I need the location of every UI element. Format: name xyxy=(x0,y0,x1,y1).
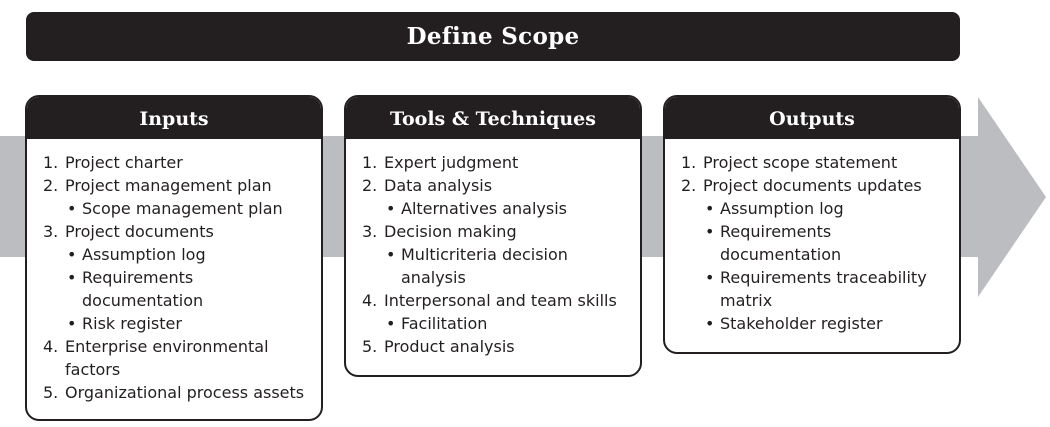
item-text: Multicriteria decision xyxy=(401,245,568,264)
item-text: Requirements xyxy=(720,222,832,241)
bullet-icon: • xyxy=(705,199,715,218)
item-number: 1. xyxy=(43,153,59,172)
item-text: Requirements xyxy=(82,268,194,287)
inputs-box: Inputs 1. Project charter 2. Project manag… xyxy=(25,95,323,421)
list-item: 2. Project documents updates xyxy=(681,174,959,197)
list-item: 1. Project charter xyxy=(43,151,321,174)
list-subitem: • Alternatives analysis xyxy=(362,197,640,220)
item-text: Interpersonal and team skills xyxy=(384,291,617,310)
item-text: Alternatives analysis xyxy=(401,199,567,218)
item-number: 2. xyxy=(681,176,697,195)
item-number: 3. xyxy=(362,222,378,241)
item-number: 5. xyxy=(362,337,378,356)
item-continuation: documentation xyxy=(720,245,842,264)
item-text: Project scope statement xyxy=(703,153,898,172)
item-number: 2. xyxy=(43,176,59,195)
list-item: 5. Product analysis xyxy=(362,335,640,358)
item-text: Expert judgment xyxy=(384,153,519,172)
outputs-list: 1. Project scope statement 2. Project docu… xyxy=(665,139,959,335)
item-text: Organizational process assets xyxy=(65,383,305,402)
list-subitem: • Multicriteria decision xyxy=(362,243,640,266)
list-subitem: • Stakeholder register xyxy=(681,312,959,335)
list-item: 3. Decision making xyxy=(362,220,640,243)
item-text: Decision making xyxy=(384,222,517,241)
list-item: 4. Enterprise environmental xyxy=(43,335,321,358)
list-item: 4. Interpersonal and team skills xyxy=(362,289,640,312)
item-text: Requirements traceability xyxy=(720,268,927,287)
tools-list: 1. Expert judgment 2. Data analysis • Alter… xyxy=(346,139,640,358)
list-item: 5. Organizational process assets xyxy=(43,381,321,404)
item-number: 1. xyxy=(362,153,378,172)
item-number: 1. xyxy=(681,153,697,172)
bullet-icon: • xyxy=(386,199,396,218)
item-text: Scope management plan xyxy=(82,199,283,218)
item-text: Stakeholder register xyxy=(720,314,883,333)
list-subitem: • Assumption log xyxy=(43,243,321,266)
item-continuation: matrix xyxy=(720,291,773,310)
list-subitem: • Assumption log xyxy=(681,197,959,220)
item-continuation: factors xyxy=(65,360,121,379)
bullet-icon: • xyxy=(67,245,77,264)
bullet-icon: • xyxy=(67,199,77,218)
item-number: 4. xyxy=(43,337,59,356)
list-item: 2. Data analysis xyxy=(362,174,640,197)
list-item: 1. Expert judgment xyxy=(362,151,640,174)
inputs-list: 1. Project charter 2. Project management p… xyxy=(27,139,321,404)
outputs-heading: Outputs xyxy=(665,97,959,139)
item-continuation: analysis xyxy=(401,268,466,287)
item-text: Project management plan xyxy=(65,176,272,195)
item-text: Assumption log xyxy=(720,199,844,218)
item-text: Enterprise environmental xyxy=(65,337,269,356)
item-text: Data analysis xyxy=(384,176,493,195)
item-number: 3. xyxy=(43,222,59,241)
page-title: Define Scope xyxy=(26,12,960,61)
list-subitem: • Scope management plan xyxy=(43,197,321,220)
item-text: Facilitation xyxy=(401,314,488,333)
inputs-heading: Inputs xyxy=(27,97,321,139)
list-item: 3. Project documents xyxy=(43,220,321,243)
bullet-icon: • xyxy=(386,314,396,333)
bullet-icon: • xyxy=(386,245,396,264)
bullet-icon: • xyxy=(705,314,715,333)
list-subitem: • Requirements traceability xyxy=(681,266,959,289)
item-text: Project charter xyxy=(65,153,183,172)
list-subitem: • Requirements xyxy=(681,220,959,243)
tools-heading: Tools & Techniques xyxy=(346,97,640,139)
bullet-icon: • xyxy=(705,268,715,287)
bullet-icon: • xyxy=(67,268,77,287)
item-text: Project documents xyxy=(65,222,214,241)
item-text: Project documents updates xyxy=(703,176,922,195)
bullet-icon: • xyxy=(705,222,715,241)
list-subitem: • Requirements xyxy=(43,266,321,289)
list-subitem: • Facilitation xyxy=(362,312,640,335)
item-continuation: documentation xyxy=(82,291,204,310)
item-number: 5. xyxy=(43,383,59,402)
item-number: 4. xyxy=(362,291,378,310)
item-text: Product analysis xyxy=(384,337,515,356)
list-subitem: • Risk register xyxy=(43,312,321,335)
item-number: 2. xyxy=(362,176,378,195)
tools-techniques-box: Tools & Techniques 1. Expert judgment 2. D… xyxy=(344,95,642,377)
item-text: Assumption log xyxy=(82,245,206,264)
list-item: 2. Project management plan xyxy=(43,174,321,197)
item-text: Risk register xyxy=(82,314,182,333)
list-item: 1. Project scope statement xyxy=(681,151,959,174)
bullet-icon: • xyxy=(67,314,77,333)
outputs-box: Outputs 1. Project scope statement 2. Proj… xyxy=(663,95,961,354)
